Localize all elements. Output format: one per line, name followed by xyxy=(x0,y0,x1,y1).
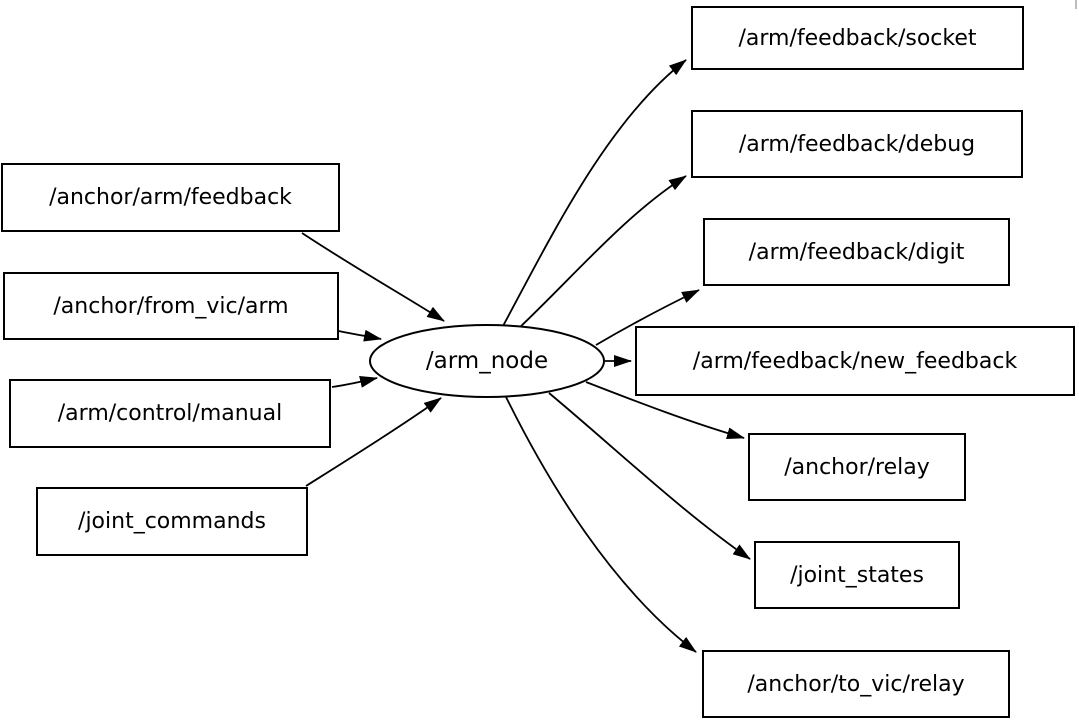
edge-arm-node-to-arm-feedback-debug xyxy=(518,175,687,329)
topic-box-anchor-relay: /anchor/relay xyxy=(748,433,966,501)
topic-box-arm-feedback-new-feedback: /arm/feedback/new_feedback xyxy=(635,326,1075,396)
edge-arm-node-to-arm-feedback-socket xyxy=(502,59,687,327)
node-arm-node: /arm_node xyxy=(425,348,549,374)
edge-arm-node-to-anchor-to-vic-relay xyxy=(505,396,697,653)
topic-box-arm-feedback-debug: /arm/feedback/debug xyxy=(691,110,1023,178)
topic-box-arm-control-manual: /arm/control/manual xyxy=(9,379,331,448)
topic-box-anchor-to-vic-relay: /anchor/to_vic/relay xyxy=(702,650,1010,718)
topic-box-anchor-from-vic-arm: /anchor/from_vic/arm xyxy=(3,272,339,340)
topic-box-joint-states: /joint_states xyxy=(754,541,960,609)
edge-arm-node-to-arm-feedback-digit xyxy=(595,289,700,346)
topic-box-arm-feedback-digit: /arm/feedback/digit xyxy=(703,218,1010,286)
edge-arm-node-to-anchor-relay xyxy=(585,381,745,440)
edge-arm-control-manual-to-arm-node xyxy=(331,376,378,388)
edge-anchor-arm-feedback-to-arm-node xyxy=(301,232,445,322)
topic-box-anchor-arm-feedback: /anchor/arm/feedback xyxy=(1,163,340,232)
window-edge-artifact xyxy=(1075,0,1077,9)
topic-box-joint-commands: /joint_commands xyxy=(36,487,308,556)
topic-box-arm-feedback-socket: /arm/feedback/socket xyxy=(691,6,1024,70)
arm-node-ellipse xyxy=(369,324,605,398)
edge-arm-node-to-joint-states xyxy=(548,392,751,560)
edge-joint-commands-to-arm-node xyxy=(305,397,442,487)
edge-anchor-from-vic-arm-to-arm-node xyxy=(338,329,382,342)
